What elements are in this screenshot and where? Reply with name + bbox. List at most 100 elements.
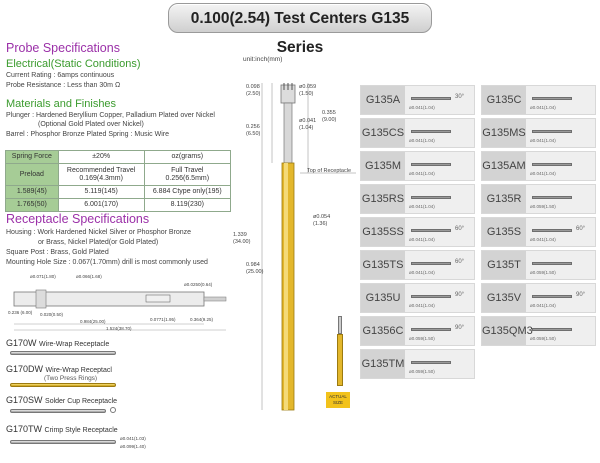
dim-label: 0.355 (9.00)	[322, 110, 337, 123]
series-code: G135R	[482, 185, 526, 213]
actual-size-badge: ACTUAL SIZE	[326, 392, 350, 408]
dim-label: ø0.071(1.80)	[30, 274, 56, 279]
square-post: Square Post : Brass, Gold Plated	[6, 249, 109, 256]
materials-heading: Materials and Finishes	[6, 98, 117, 110]
table-cell: 5.119(145)	[57, 185, 145, 199]
dim-label: ø0.066(1.68)	[76, 274, 102, 279]
housing-line: Housing : Work Hardened Nickel Silver or…	[6, 229, 192, 236]
probe-tip-icon	[411, 163, 451, 166]
electrical-heading: Electrical(Static Conditions)	[6, 58, 141, 70]
series-angle: 30°	[455, 94, 465, 100]
dim-label: 0.984 (25.00)	[246, 262, 264, 275]
table-cell: 1.765(50)	[5, 198, 59, 212]
dim-label: ø0.099(1.40)	[120, 444, 146, 449]
receptacle-name: Solder Cup Receptacle	[45, 398, 118, 405]
dim-label: 0.364(9.25)	[190, 317, 214, 322]
page-title: 0.100(2.54) Test Centers G135 Series	[168, 3, 432, 56]
series-code: G135V	[482, 284, 526, 312]
series-dim: ø0.059(1.50)	[530, 204, 556, 209]
series-code: G135MS	[482, 119, 526, 147]
series-dim: ø0.041(1.04)	[530, 105, 556, 110]
spring-force-table: Spring Force ±20% oz(grams) Preload Reco…	[5, 150, 232, 212]
series-dim: ø0.041(1.04)	[530, 303, 556, 308]
receptacle-image	[10, 409, 106, 413]
receptacle-name: Wire-Wrap Receptacle	[39, 341, 110, 348]
probe-tip-icon	[532, 196, 572, 199]
receptacle-image	[10, 440, 116, 444]
dim-label: 0.098 (2.50)	[246, 84, 261, 97]
receptacle-code: G170SW	[6, 395, 43, 405]
receptacle-item: G170DW Wire-Wrap Receptacl	[6, 364, 112, 374]
series-dim: ø0.059(1.50)	[409, 336, 435, 341]
series-item: G135T ø0.059(1.50)	[481, 250, 596, 280]
series-item: G135MS ø0.041(1.04)	[481, 118, 596, 148]
plunger-note: (Optional Gold Plated over Nickel)	[38, 121, 144, 128]
receptacle-drawing: ø0.071(1.80) ø0.066(1.68) ø0.0250(0.64) …	[6, 272, 231, 334]
series-dim: ø0.041(1.04)	[409, 171, 435, 176]
series-code: G135TM	[361, 350, 405, 378]
series-dim: ø0.041(1.04)	[409, 105, 435, 110]
probe-tip-icon	[411, 196, 451, 199]
probe-tip-icon	[411, 262, 451, 265]
series-dim: ø0.041(1.04)	[409, 303, 435, 308]
series-code: G135S	[482, 218, 526, 246]
probe-drawing	[261, 83, 356, 411]
series-angle: 90°	[455, 325, 465, 331]
probe-tip-icon	[411, 295, 451, 298]
receptacle-spec-heading: Receptacle Specifications	[6, 212, 150, 226]
probe-tip-icon	[411, 97, 451, 100]
dim-label: ø0.059 (1.50)	[299, 84, 317, 97]
receptacle-sub: (Two Press Rings)	[44, 375, 98, 382]
series-dim: ø0.041(1.04)	[530, 171, 556, 176]
series-angle: 60°	[455, 259, 465, 265]
table-header-cell: ±20%	[57, 150, 145, 164]
probe-tip-icon	[532, 295, 572, 298]
receptacle-list: G170W Wire-Wrap Receptacle G170DW Wire-W…	[6, 338, 231, 460]
table-header-cell: oz(grams)	[143, 150, 232, 164]
series-angle: 90°	[576, 292, 586, 298]
mounting-hole: Mounting Hole Size : 0.067(1.70mm) drill…	[6, 259, 208, 266]
series-code: G135RS	[361, 185, 405, 213]
unit-label: unit:inch(mm)	[243, 56, 283, 63]
series-dim: ø0.041(1.04)	[409, 270, 435, 275]
receptacle-item: G170SW Solder Cup Receptacle	[6, 395, 117, 405]
solder-cup-icon	[110, 407, 116, 413]
dim-label: 0.020(0.50)	[40, 312, 64, 317]
housing-note: or Brass, Nickel Plated(or Gold Plated)	[38, 239, 159, 246]
series-item: G135C ø0.041(1.04)	[481, 85, 596, 115]
series-code: G1356C	[361, 317, 405, 345]
dim-label: ø0.054 (1.36)	[313, 214, 331, 227]
series-angle: 90°	[455, 292, 465, 298]
series-dim: ø0.041(1.04)	[409, 237, 435, 242]
series-code: G135C	[482, 86, 526, 114]
series-dim: ø0.041(1.04)	[409, 204, 435, 209]
series-dim: ø0.041(1.04)	[530, 138, 556, 143]
dim-label: 1.524(38.70)	[106, 326, 132, 331]
probe-tip-icon	[411, 130, 451, 133]
receptacle-code: G170TW	[6, 424, 43, 434]
series-dim: ø0.059(1.50)	[530, 336, 556, 341]
top-of-receptacle-label: Top of Receptacle	[307, 168, 352, 174]
table-cell: 1.589(45)	[5, 185, 59, 199]
series-item: G135R ø0.059(1.50)	[481, 184, 596, 214]
series-dim: ø0.041(1.04)	[409, 138, 435, 143]
probe-tip-icon	[532, 163, 572, 166]
series-item: G1356C ø0.059(1.50) 90°	[360, 316, 475, 346]
table-cell: Preload	[5, 163, 59, 186]
dim-label: ø0.0250(0.64)	[184, 282, 213, 287]
barrel-line: Barrel : Phosphor Bronze Plated Spring :…	[6, 131, 170, 138]
series-code: G135T	[482, 251, 526, 279]
series-dim: ø0.059(1.50)	[530, 270, 556, 275]
table-cell: Recommended Travel 0.169(4.3mm)	[57, 163, 145, 186]
series-code: G135SS	[361, 218, 405, 246]
receptacle-code: G170DW	[6, 364, 44, 374]
probe-tip-icon	[532, 262, 572, 265]
table-cell: 8.119(230)	[143, 198, 232, 212]
probe-tip-icon	[532, 97, 572, 100]
table-header-cell: Spring Force	[5, 150, 59, 164]
